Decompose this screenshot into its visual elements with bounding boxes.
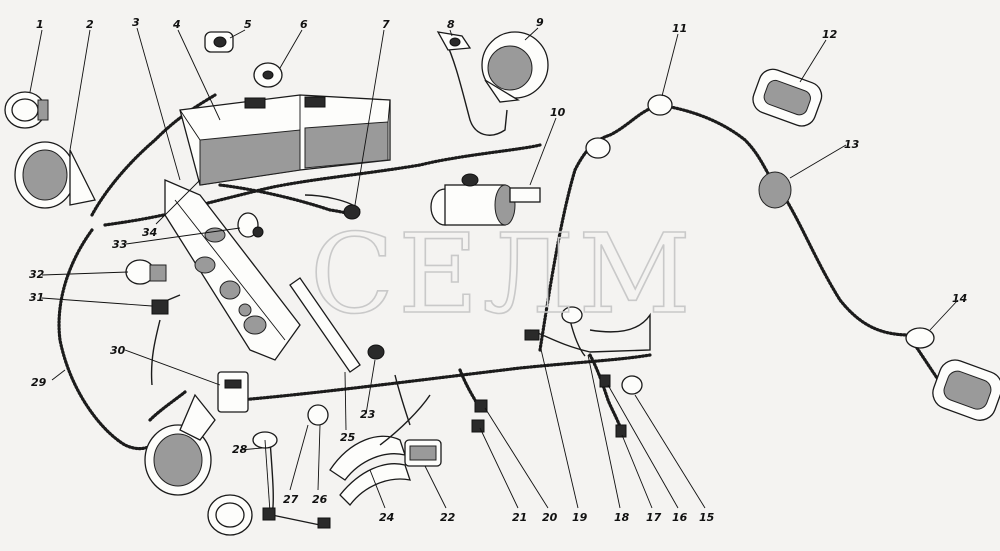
- headlamp-lower-left: [144, 393, 253, 536]
- callout-1: 1: [36, 18, 44, 31]
- connectors-20-21: [471, 399, 488, 433]
- callout-5: 5: [244, 18, 252, 31]
- batteries: [179, 94, 391, 186]
- connector-13: [758, 171, 792, 209]
- callout-9: 9: [536, 16, 544, 29]
- connector-31: [151, 294, 181, 315]
- callout-20: 20: [542, 511, 558, 524]
- callout-2: 2: [86, 18, 94, 31]
- callout-18: 18: [614, 511, 630, 524]
- callout-30: 30: [110, 344, 126, 357]
- small-parts-15-18: [599, 374, 643, 438]
- sender-27: [252, 431, 331, 529]
- callout-22: 22: [440, 511, 456, 524]
- switch-19: [524, 306, 583, 341]
- callout-25: 25: [340, 431, 356, 444]
- callout-16: 16: [672, 511, 688, 524]
- rear-lamp-bottom: [905, 327, 1000, 421]
- callout-24: 24: [379, 511, 394, 524]
- switch-33: [237, 212, 264, 238]
- watermark: СЕЛМ: [310, 210, 695, 338]
- callout-4: 4: [172, 18, 181, 31]
- callout-14: 14: [952, 292, 967, 305]
- callout-11: 11: [672, 22, 687, 35]
- callout-12: 12: [822, 28, 838, 41]
- callout-26: 26: [312, 493, 328, 506]
- sensor-26: [307, 404, 329, 426]
- connector-11: [585, 94, 673, 159]
- callout-7: 7: [382, 18, 390, 31]
- side-lamp-left: [4, 91, 49, 129]
- horns-24: [329, 394, 431, 506]
- searchlight: [481, 31, 549, 103]
- callout-numbers: 1 2 3 4 5 6 7 8 9 10 11 12 13 14 15 16 1…: [29, 16, 967, 524]
- lamp-8: [436, 31, 472, 51]
- callout-34: 34: [142, 226, 157, 239]
- callout-19: 19: [572, 511, 588, 524]
- callout-23: 23: [360, 408, 376, 421]
- callout-27: 27: [283, 493, 299, 506]
- callout-21: 21: [512, 511, 527, 524]
- callout-3: 3: [132, 16, 140, 29]
- relay-32: [125, 259, 167, 285]
- switch-6: [253, 62, 283, 88]
- relay-22: [404, 439, 442, 467]
- instrument-panel: [164, 179, 301, 361]
- callout-15: 15: [699, 511, 715, 524]
- callout-31: 31: [29, 291, 44, 304]
- callout-10: 10: [550, 106, 566, 119]
- relay-30: [217, 371, 249, 413]
- headlamp-left: [14, 141, 96, 209]
- thin-wires: [150, 39, 651, 526]
- callout-29: 29: [31, 376, 47, 389]
- lamp-5: [204, 31, 234, 53]
- leader-lines: [29, 27, 959, 509]
- callout-6: 6: [300, 18, 308, 31]
- fuse-23: [367, 344, 385, 360]
- horn-10: [430, 173, 541, 226]
- rear-lamp-top: [752, 68, 823, 127]
- bar-25: [289, 277, 361, 373]
- callout-13: 13: [844, 138, 860, 151]
- callout-8: 8: [447, 18, 455, 31]
- plug-7: [343, 204, 361, 220]
- wiring-harness: [57, 93, 947, 451]
- callout-32: 32: [29, 268, 45, 281]
- callout-17: 17: [646, 511, 662, 524]
- callout-33: 33: [112, 238, 128, 251]
- callout-28: 28: [232, 443, 248, 456]
